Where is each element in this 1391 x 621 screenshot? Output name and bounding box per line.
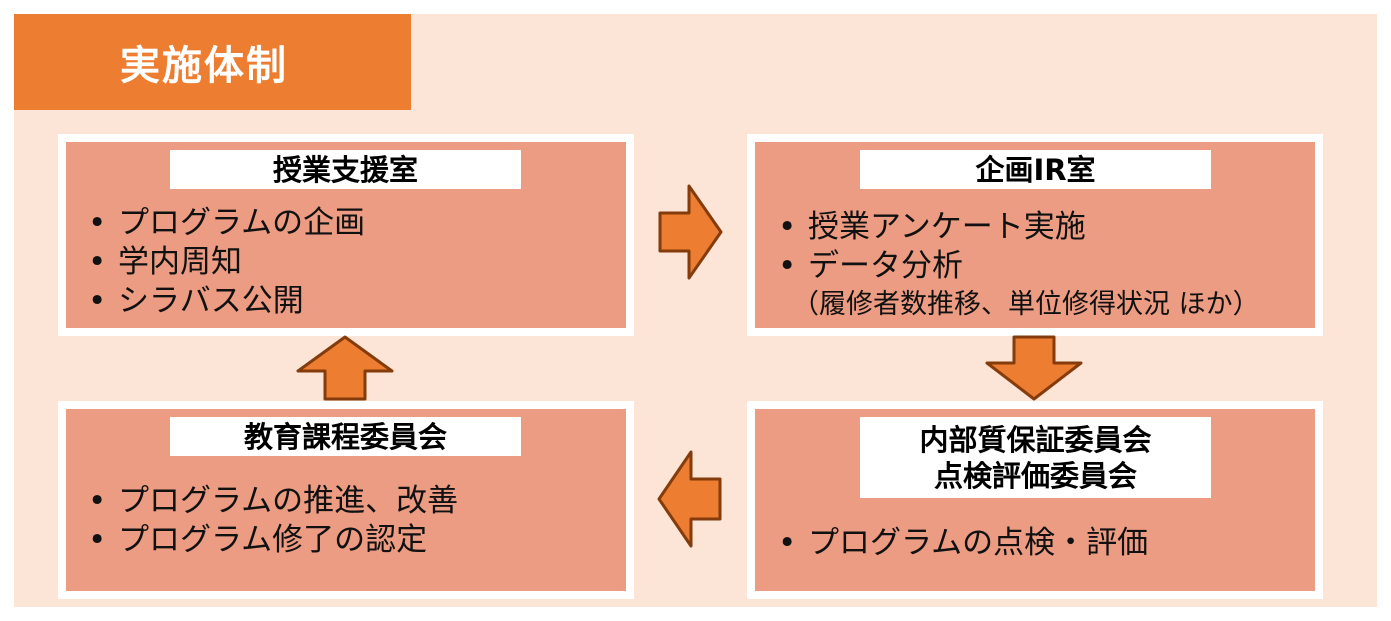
box-label-kyoiku-katei: 教育課程委員会 bbox=[170, 417, 521, 456]
list-kyoiku-katei: •プログラムの推進、改善 •プログラム修了の認定 bbox=[88, 482, 458, 560]
list-jugyo-shien: •プログラムの企画 •学内周知 •シラバス公開 bbox=[88, 204, 365, 321]
box-label-text: 教育課程委員会 bbox=[243, 419, 447, 454]
list-item: •プログラムの推進、改善 bbox=[88, 483, 459, 519]
list-kikaku-ir: •授業アンケート実施 •データ分析 bbox=[778, 208, 1086, 286]
list-naibu-hosho: •プログラムの点検・評価 bbox=[778, 524, 1148, 563]
box-label-jugyo-shien: 授業支援室 bbox=[170, 150, 521, 189]
analysis-note: （履修者数推移、単位修得状況 ほか） bbox=[792, 289, 1260, 320]
arrow-up-icon bbox=[296, 335, 394, 401]
list-item: •プログラムの企画 bbox=[88, 205, 366, 241]
box-label-line1: 内部質保証委員会 bbox=[919, 422, 1152, 457]
list-item: •プログラム修了の認定 bbox=[88, 522, 428, 558]
diagram-title: 実施体制 bbox=[120, 43, 288, 89]
title-banner: 実施体制 bbox=[14, 14, 411, 110]
box-kyoiku-katei bbox=[58, 401, 634, 599]
list-item: •授業アンケート実施 bbox=[778, 209, 1086, 245]
box-label-text: 企画IR室 bbox=[975, 152, 1096, 187]
list-item: •シラバス公開 bbox=[88, 283, 304, 319]
box-label-line2: 点検評価委員会 bbox=[933, 458, 1137, 493]
arrow-right-icon bbox=[658, 184, 723, 280]
list-item: •データ分析 bbox=[778, 248, 963, 284]
arrow-left-icon bbox=[657, 450, 722, 548]
list-item: •プログラムの点検・評価 bbox=[778, 525, 1149, 561]
box-label-kikaku-ir: 企画IR室 bbox=[860, 150, 1211, 189]
arrow-down-icon bbox=[985, 335, 1083, 401]
box-label-naibu-hosho: 内部質保証委員会 点検評価委員会 bbox=[860, 417, 1211, 498]
box-label-text: 授業支援室 bbox=[272, 152, 418, 187]
list-item: •学内周知 bbox=[88, 244, 242, 280]
